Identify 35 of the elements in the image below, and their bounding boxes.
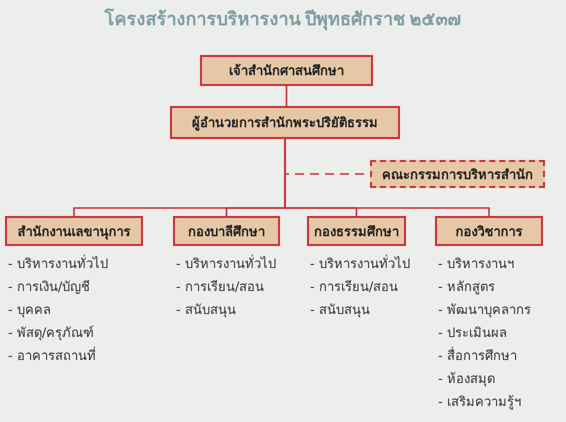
list-item: - สนับสนุน (310, 303, 370, 319)
list-item: - พัฒนาบุคลากร (438, 303, 531, 319)
list-item: - ห้องสมุด (438, 372, 495, 388)
org-box (173, 216, 280, 246)
list-item: - อาคารสถานที่ (8, 349, 96, 365)
list-item: - ประเมินผล (438, 326, 507, 342)
list-item: - บริหารงานฯ (438, 257, 514, 273)
list-item: - การเรียน/สอน (176, 280, 264, 296)
box-title: เจ้าสำนักศาสนศึกษา (229, 62, 344, 80)
list-item: - หลักสูตร (438, 280, 495, 296)
connector-line (284, 139, 490, 216)
list-item: - บริหารงานทั่วไป (176, 257, 276, 273)
org-box (5, 216, 143, 246)
org-box (307, 216, 406, 246)
box-title: คณะกรรมการบริหารสำนัก (382, 166, 533, 184)
box-title: สำนักงานเลขานุการ (18, 222, 130, 242)
list-item: - พัสดุ/ครุภัณฑ์ (8, 326, 94, 342)
diagram-title: โครงสร้างการบริหารงาน ปีพุทธศักราช ๒๕๓๗ (104, 9, 462, 29)
list-item: - สื่อการศึกษา (438, 349, 517, 365)
org-box (200, 55, 373, 86)
list-item: - บุคคล (8, 303, 51, 319)
list-item: - สนับสนุน (176, 303, 236, 319)
box-title: กองบาลีศึกษา (188, 222, 265, 240)
list-item: - เสริมความรู้ฯ (438, 395, 521, 411)
org-box (435, 216, 543, 246)
list-item: - การเรียน/สอน (310, 280, 398, 296)
list-item: - การเงิน/บัญชี (8, 280, 90, 296)
box-title: ผู้อำนวยการสำนักพระปริยัติธรรม (192, 114, 378, 133)
connector-line (286, 86, 288, 106)
box-title: กองธรรมศึกษา (314, 222, 399, 240)
list-item: - บริหารงานทั่วไป (310, 257, 410, 273)
list-item: - บริหารงานทั่วไป (8, 257, 108, 273)
org-box (170, 106, 400, 139)
org-box (370, 160, 545, 188)
box-title: กองวิชาการ (456, 222, 522, 240)
